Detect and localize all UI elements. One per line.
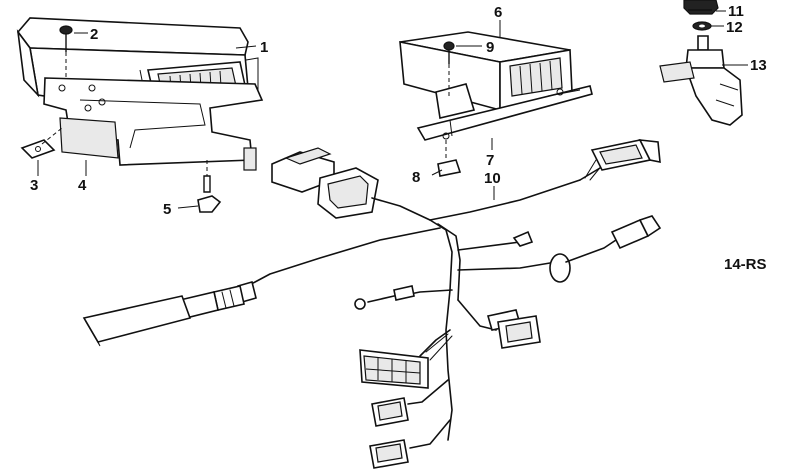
- callout-4: 4: [78, 177, 87, 194]
- holder-part-13: [659, 35, 743, 126]
- callout-9: 9: [486, 39, 494, 56]
- screw-part-2: [59, 25, 73, 78]
- washer-part-12: [692, 21, 712, 31]
- sensor-part-11: [683, 0, 719, 15]
- screw-part-9: [443, 41, 455, 96]
- callout-8: 8: [412, 169, 420, 186]
- callout-11: 11: [728, 3, 744, 20]
- callout-10: 10: [484, 170, 501, 187]
- callout-1: 1: [260, 39, 268, 56]
- callout-3: 3: [30, 177, 38, 194]
- clip-part-3: [20, 127, 63, 159]
- wiring-harness-part-10: [82, 139, 662, 469]
- callout-13: 13: [750, 57, 767, 74]
- callout-6: 6: [494, 4, 502, 21]
- diagram-code: 14-RS: [724, 256, 767, 273]
- callout-12: 12: [726, 19, 743, 36]
- nut-part-5: [197, 160, 222, 213]
- bracket-part-4: [43, 77, 264, 171]
- clip-part-8: [437, 140, 462, 177]
- bracket-part-7: [416, 83, 593, 141]
- callout-labels: 1 2 3 4 5 6 7 8 9 10 11 12 13 14-RS: [30, 3, 767, 273]
- callout-5: 5: [163, 201, 171, 218]
- leader-lines: [37, 10, 748, 209]
- callout-2: 2: [90, 26, 98, 43]
- callout-7: 7: [486, 152, 494, 169]
